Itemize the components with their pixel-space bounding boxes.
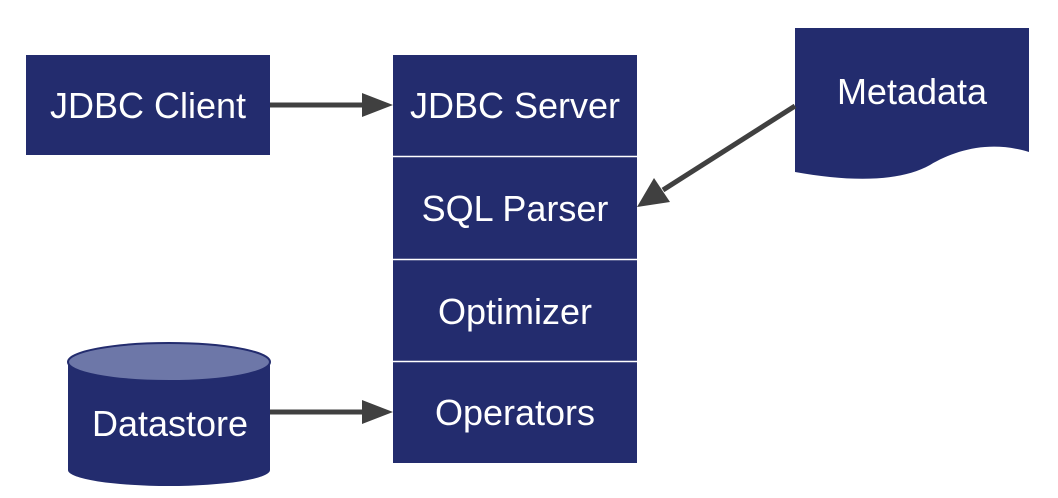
jdbc-client-label: JDBC Client [50, 85, 246, 126]
jdbc-client-node: JDBC Client [26, 55, 270, 155]
datastore-cylinder-body [68, 362, 270, 486]
jdbc-client-box [26, 55, 270, 155]
arrowhead-icon [362, 93, 393, 117]
datastore-label: Datastore [92, 403, 248, 444]
arrow-metadata-to-parser [637, 103, 797, 207]
operators-box [393, 362, 637, 463]
arrow-client-to-server [270, 93, 393, 117]
server-stack: JDBC Server SQL Parser Optimizer Operato… [393, 55, 637, 463]
arrowhead-icon [362, 400, 393, 424]
optimizer-box [393, 260, 637, 361]
arrowhead-icon [637, 178, 670, 207]
metadata-document-shape [795, 28, 1029, 179]
jdbc-server-box [393, 55, 637, 156]
metadata-label: Metadata [837, 71, 988, 112]
datastore-cylinder-top [67, 342, 271, 382]
operators-label: Operators [435, 392, 595, 433]
arrow-datastore-to-operators [270, 400, 393, 424]
optimizer-label: Optimizer [438, 291, 592, 332]
sql-parser-label: SQL Parser [422, 188, 609, 229]
sql-parser-box [393, 157, 637, 259]
jdbc-server-label: JDBC Server [410, 85, 620, 126]
metadata-node: Metadata [795, 28, 1029, 179]
datastore-node: Datastore [67, 342, 271, 486]
